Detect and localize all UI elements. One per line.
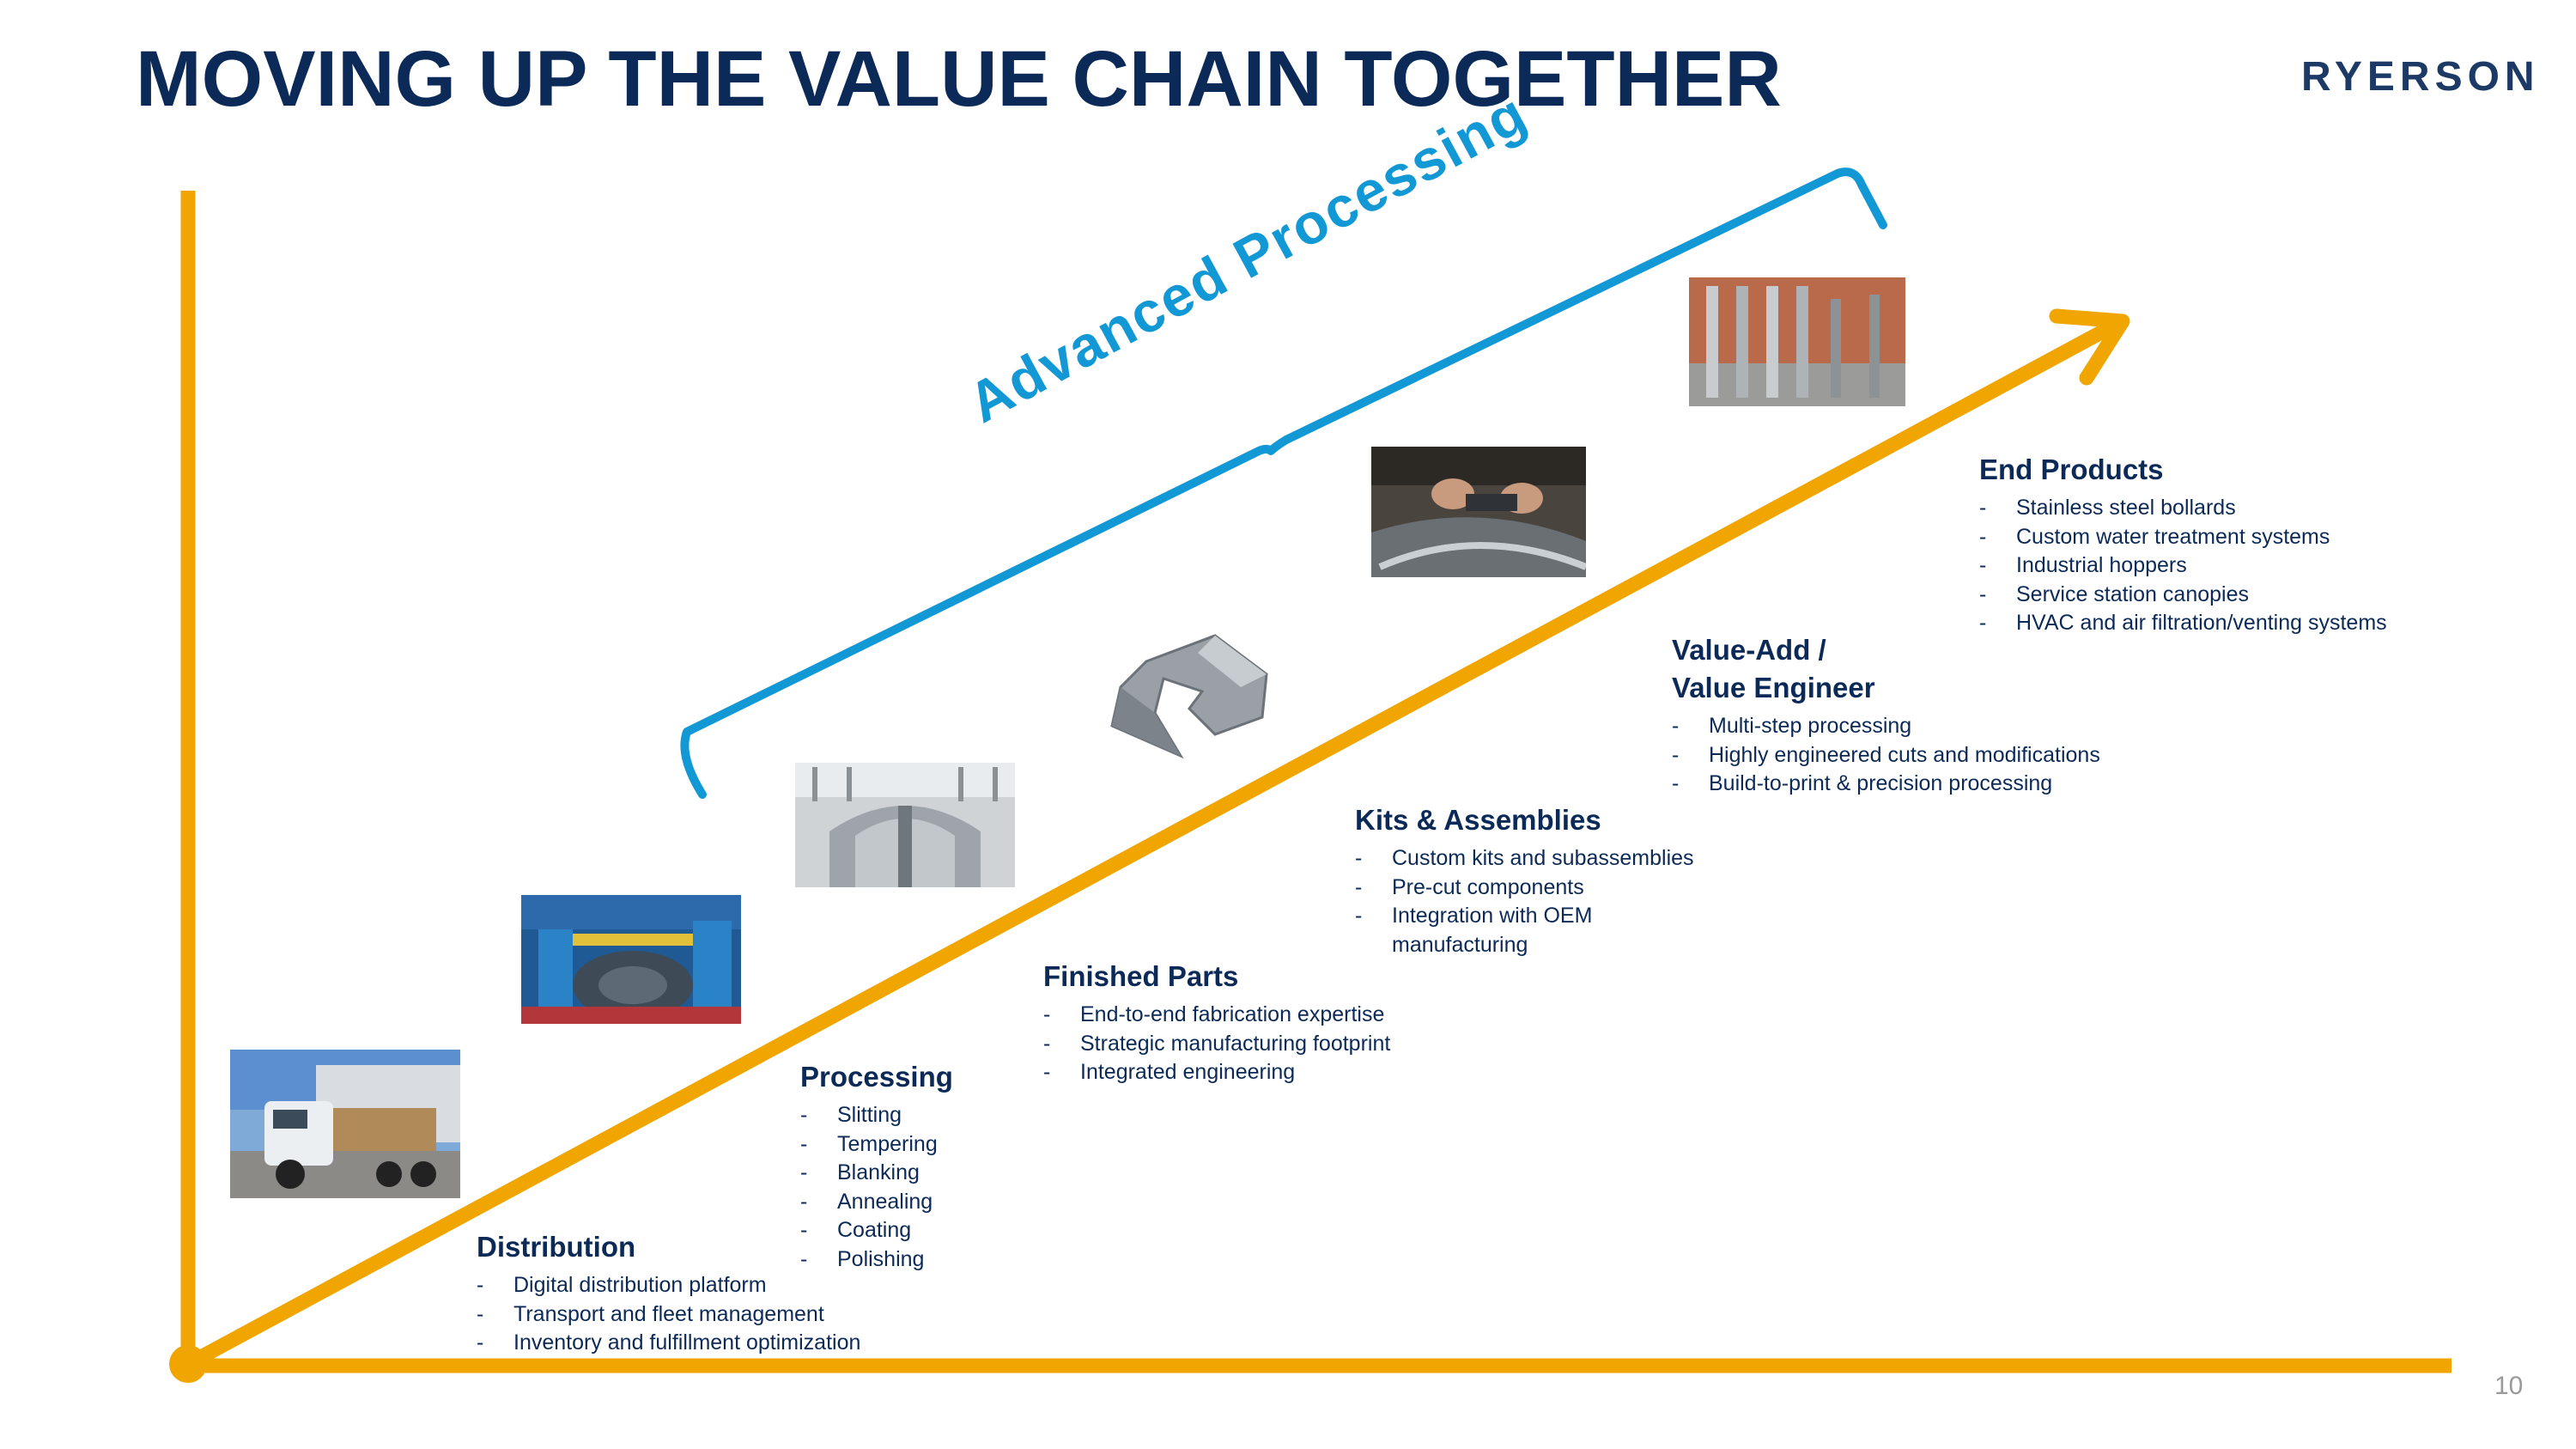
stage-title: Value-Add / Value Engineer bbox=[1672, 631, 2136, 707]
stage-title: Finished Parts bbox=[1043, 960, 1239, 992]
bent-metal-part-photo bbox=[1095, 627, 1279, 764]
list-item: Tempering bbox=[800, 1130, 1058, 1160]
list-item: Stainless steel bollards bbox=[1979, 494, 2460, 523]
list-item: Pre-cut components bbox=[1355, 874, 1733, 903]
stage-value-add: Value-Add / Value Engineer Multi-step pr… bbox=[1672, 631, 2136, 799]
list-item: Custom water treatment systems bbox=[1979, 523, 2460, 552]
list-item: Coating bbox=[800, 1216, 1058, 1245]
stage-end-products: End Products Stainless steel bollards Cu… bbox=[1979, 451, 2460, 638]
list-item: Integrated engineering bbox=[1043, 1058, 1473, 1087]
growth-arrow-head bbox=[2049, 308, 2130, 386]
growth-arrow-line bbox=[180, 319, 2120, 1372]
stage-title: Processing bbox=[800, 1061, 953, 1093]
list-item: Integration with OEM manufacturing bbox=[1355, 902, 1619, 959]
ryerson-logo: RYERSON bbox=[2301, 54, 2540, 100]
stage-title: Kits & Assemblies bbox=[1355, 804, 1601, 836]
stage-title-line1: Value-Add / bbox=[1672, 634, 1826, 666]
list-item: Build-to-print & precision processing bbox=[1672, 770, 2136, 799]
list-item: Service station canopies bbox=[1979, 581, 2460, 610]
list-item: Inventory and fulfillment optimization bbox=[477, 1329, 923, 1358]
page-title: MOVING UP THE VALUE CHAIN TOGETHER bbox=[136, 35, 1782, 123]
stage-title-line2: Value Engineer bbox=[1672, 672, 1875, 703]
coil-slitting-photo bbox=[521, 895, 741, 1024]
list-item: Multi-step processing bbox=[1672, 712, 2136, 741]
list-item: Digital distribution platform bbox=[477, 1271, 923, 1300]
stage-distribution: Distribution Digital distribution platfo… bbox=[477, 1228, 923, 1358]
stage-title: Distribution bbox=[477, 1231, 636, 1263]
list-item: Highly engineered cuts and modifications bbox=[1672, 741, 2136, 770]
stage-processing: Processing Slitting Tempering Blanking A… bbox=[800, 1058, 1058, 1274]
list-item: Annealing bbox=[800, 1188, 1058, 1217]
list-item: End-to-end fabrication expertise bbox=[1043, 1001, 1473, 1030]
list-item: Polishing bbox=[800, 1245, 1058, 1275]
list-item: HVAC and air filtration/venting systems bbox=[1979, 609, 2460, 638]
stage-title: End Products bbox=[1979, 454, 2164, 485]
steel-tank-photo bbox=[795, 763, 1015, 887]
list-item: Transport and fleet management bbox=[477, 1300, 923, 1330]
page-number: 10 bbox=[2494, 1372, 2524, 1400]
list-item: Custom kits and subassemblies bbox=[1355, 844, 1733, 874]
stage-finished-parts: Finished Parts End-to-end fabrication ex… bbox=[1043, 958, 1473, 1087]
list-item: Industrial hoppers bbox=[1979, 551, 2460, 581]
stage-kits-assemblies: Kits & Assemblies Custom kits and subass… bbox=[1355, 801, 1733, 959]
advanced-processing-bracket bbox=[680, 167, 1887, 799]
bollards-photo bbox=[1689, 277, 1905, 406]
list-item: Strategic manufacturing footprint bbox=[1043, 1030, 1473, 1059]
assembly-hands-photo bbox=[1371, 447, 1586, 577]
list-item: Blanking bbox=[800, 1159, 1058, 1188]
list-item: Slitting bbox=[800, 1101, 1058, 1130]
truck-photo bbox=[230, 1050, 460, 1198]
